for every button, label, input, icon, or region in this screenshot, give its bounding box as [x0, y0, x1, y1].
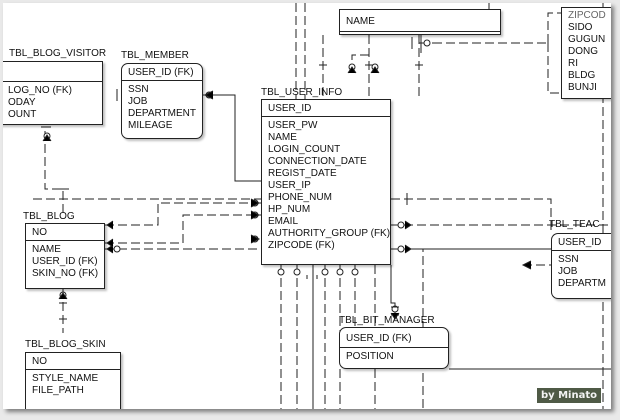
- top-entity[interactable]: NAME: [339, 9, 501, 35]
- tbl-blog-visitor-attr: ODAY: [8, 97, 36, 108]
- diagram-canvas: NAME ZIPCOD SIDO GUGUN DONG RI BLDG BUNJ…: [3, 3, 611, 409]
- tbl-blog-visitor-key: [3, 62, 102, 82]
- tbl-user-info-attr: HP_NUM: [268, 204, 311, 215]
- tbl-user-info-attributes: USER_PW NAME LOGIN_COUNT CONNECTION_DATE…: [262, 117, 390, 255]
- tbl-blog-title: TBL_BLOG: [23, 211, 75, 222]
- zipcode-entity[interactable]: ZIPCOD SIDO GUGUN DONG RI BLDG BUNJI: [561, 7, 611, 99]
- tbl-blog-visitor-attr: LOG_NO (FK): [8, 85, 72, 96]
- tbl-member-attr: DEPARTMENT: [128, 108, 196, 119]
- tbl-user-info-attr: LOGIN_COUNT: [268, 144, 341, 155]
- tbl-blog-attributes: NAME USER_ID (FK) SKIN_NO (FK): [26, 241, 104, 283]
- zipcode-attr: BLDG: [568, 70, 596, 81]
- tbl-teacher-attr: DEPARTM: [558, 278, 606, 289]
- tbl-blog-attr: NAME: [32, 244, 61, 255]
- tbl-blog-visitor-attr: OUNT: [8, 109, 37, 120]
- tbl-blog-attr: SKIN_NO (FK): [32, 268, 99, 279]
- top-entity-attr-name: NAME: [340, 10, 500, 32]
- tbl-user-info-entity[interactable]: USER_ID USER_PW NAME LOGIN_COUNT CONNECT…: [261, 99, 391, 265]
- tbl-blog-skin-entity[interactable]: NO STYLE_NAME FILE_PATH: [25, 352, 121, 409]
- zipcode-attr: BUNJI: [568, 82, 597, 93]
- zipcode-attr: DONG: [568, 46, 598, 57]
- tbl-blog-skin-attr: FILE_PATH: [32, 385, 84, 396]
- tbl-member-entity[interactable]: USER_ID (FK) SSN JOB DEPARTMENT MILEAGE: [121, 63, 203, 139]
- tbl-member-key: USER_ID (FK): [122, 64, 202, 81]
- tbl-user-info-attr: USER_PW: [268, 120, 318, 131]
- tbl-blog-entity[interactable]: NO NAME USER_ID (FK) SKIN_NO (FK): [25, 223, 105, 289]
- tbl-user-info-key: USER_ID: [262, 100, 390, 117]
- tbl-member-attributes: SSN JOB DEPARTMENT MILEAGE: [122, 81, 202, 135]
- tbl-user-info-attr: CONNECTION_DATE: [268, 156, 367, 167]
- zipcode-attr: RI: [568, 58, 578, 69]
- tbl-blog-visitor-title: TBL_BLOG_VISITOR: [9, 48, 107, 59]
- tbl-teacher-title: TBL_TEAC: [549, 219, 600, 230]
- tbl-user-info-attr: USER_IP: [268, 180, 311, 191]
- tbl-bit-manager-attributes: POSITION: [340, 348, 448, 366]
- tbl-user-info-attr: EMAIL: [268, 216, 299, 227]
- tbl-user-info-title: TBL_USER_INFO: [261, 87, 343, 98]
- relationship-lines: [33, 3, 611, 409]
- tbl-blog-visitor-attributes: LOG_NO (FK) ODAY OUNT: [3, 82, 102, 124]
- zipcode-attributes: ZIPCOD SIDO GUGUN DONG RI BLDG BUNJI: [562, 8, 611, 97]
- tbl-blog-skin-attr: STYLE_NAME: [32, 373, 99, 384]
- tbl-teacher-attributes: SSN JOB DEPARTM: [552, 251, 611, 293]
- tbl-blog-visitor-entity[interactable]: LOG_NO (FK) ODAY OUNT: [3, 61, 103, 125]
- tbl-blog-attr: USER_ID (FK): [32, 256, 98, 267]
- tbl-blog-skin-key: NO: [26, 353, 120, 370]
- tbl-blog-skin-title: TBL_BLOG_SKIN: [25, 339, 106, 350]
- tbl-member-attr: SSN: [128, 84, 149, 95]
- tbl-bit-manager-key: USER_ID (FK): [340, 328, 448, 348]
- tbl-teacher-entity[interactable]: USER_ID SSN JOB DEPARTM: [551, 233, 611, 299]
- tbl-user-info-attr: REGIST_DATE: [268, 168, 337, 179]
- tbl-member-attr: JOB: [128, 96, 148, 107]
- tbl-user-info-attr: NAME: [268, 132, 297, 143]
- signature-badge: by Minato: [536, 388, 601, 403]
- tbl-bit-manager-attr: POSITION: [346, 351, 394, 362]
- tbl-user-info-attr: ZIPCODE (FK): [268, 240, 335, 251]
- tbl-user-info-attr: PHONE_NUM: [268, 192, 332, 203]
- tbl-member-attr: MILEAGE: [128, 120, 173, 131]
- tbl-blog-key: NO: [26, 224, 104, 241]
- tbl-teacher-attr: JOB: [558, 266, 578, 277]
- zipcode-attr: SIDO: [568, 22, 593, 33]
- tbl-teacher-key: USER_ID: [552, 234, 611, 251]
- tbl-teacher-attr: SSN: [558, 254, 579, 265]
- tbl-blog-skin-attributes: STYLE_NAME FILE_PATH: [26, 370, 120, 400]
- zipcode-attr: GUGUN: [568, 34, 606, 45]
- tbl-bit-manager-entity[interactable]: USER_ID (FK) POSITION: [339, 327, 449, 369]
- zipcode-attr: ZIPCOD: [568, 10, 606, 21]
- tbl-user-info-attr: AUTHORITY_GROUP (FK): [268, 228, 391, 239]
- tbl-member-title: TBL_MEMBER: [121, 50, 189, 61]
- tbl-bit-manager-title: TBL_BIT_MANAGER: [339, 315, 435, 326]
